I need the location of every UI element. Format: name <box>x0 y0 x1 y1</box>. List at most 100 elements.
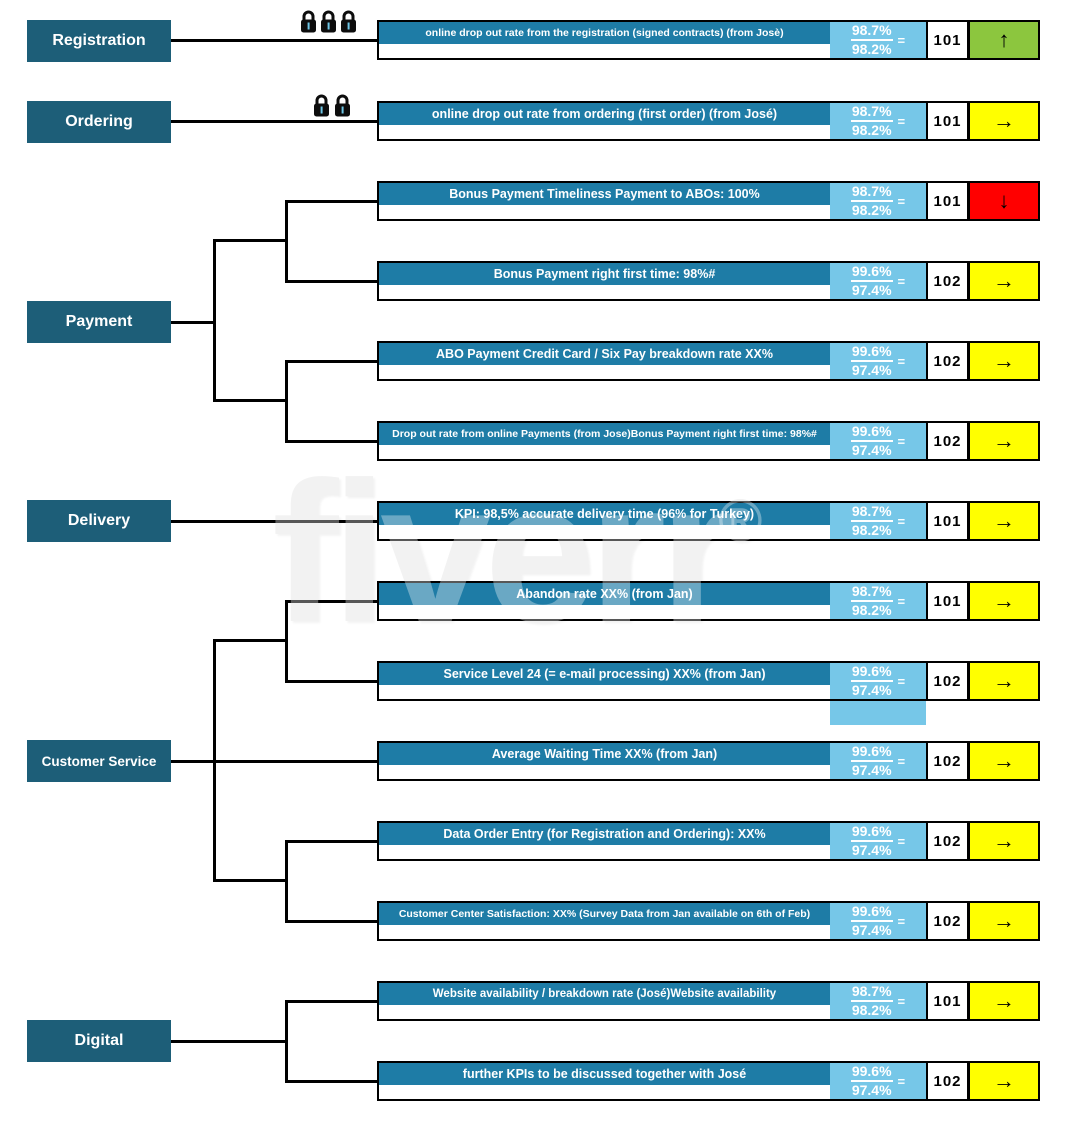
kpi-score-box: 101 <box>926 103 967 139</box>
kpi-fraction: 99.6%97.4% <box>850 903 893 940</box>
equals-sign: = <box>897 113 906 129</box>
kpi-score: 102 <box>933 832 962 850</box>
kpi-value-top: 99.6% <box>850 663 893 682</box>
right-arrow-icon: → <box>993 988 1015 1013</box>
right-arrow-icon: → <box>993 428 1015 453</box>
equals-sign: = <box>897 753 906 769</box>
up-arrow-icon: ↑ <box>998 27 1010 52</box>
kpi-label-bar: Data Order Entry (for Registration and O… <box>379 823 830 845</box>
category-label: Payment <box>65 313 133 330</box>
kpi-value-top: 98.7% <box>850 583 893 602</box>
kpi-value-top: 99.6% <box>850 823 893 842</box>
right-arrow-icon: → <box>993 668 1015 693</box>
equals-sign: = <box>897 913 906 929</box>
kpi-value-top: 99.6% <box>850 903 893 922</box>
kpi-label: ABO Payment Credit Card / Six Pay breakd… <box>436 347 773 361</box>
category-label: Customer Service <box>41 753 157 769</box>
category-label: Delivery <box>67 512 131 529</box>
kpi-value-bottom: 97.4% <box>851 442 892 458</box>
kpi-value-top: 98.7% <box>850 983 893 1002</box>
status-arrow-box: → <box>967 903 1038 939</box>
connector-line <box>213 639 216 882</box>
equals-sign: = <box>897 593 906 609</box>
category-label: Digital <box>74 1032 124 1049</box>
right-arrow-icon: → <box>993 348 1015 373</box>
padlock-icon-group <box>313 94 351 123</box>
equals-sign: = <box>897 273 906 289</box>
kpi-row: further KPIs to be discussed together wi… <box>377 1061 1040 1101</box>
connector-line <box>285 1000 288 1083</box>
kpi-fraction: 98.7%98.2% <box>850 22 893 59</box>
connector-line <box>171 321 215 324</box>
kpi-fraction: 99.6%97.4% <box>850 423 893 460</box>
status-arrow-box: → <box>967 983 1038 1019</box>
fraction-overflow-tab <box>830 701 926 725</box>
padlock-icon-group <box>300 10 357 39</box>
padlock-icon <box>320 10 337 39</box>
kpi-label-bar: Bonus Payment right first time: 98%# <box>379 263 830 285</box>
kpi-fraction: 99.6%97.4% <box>850 823 893 860</box>
right-arrow-icon: → <box>993 908 1015 933</box>
kpi-score: 102 <box>933 352 962 370</box>
kpi-score: 101 <box>933 31 962 49</box>
kpi-value-bottom: 97.4% <box>851 682 892 698</box>
kpi-label-bar: further KPIs to be discussed together wi… <box>379 1063 830 1085</box>
category-box-registration: Registration <box>27 20 171 62</box>
connector-line <box>285 1080 377 1083</box>
kpi-score: 102 <box>933 432 962 450</box>
connector-line <box>285 440 377 443</box>
status-arrow-box: → <box>967 343 1038 379</box>
kpi-fraction-box: 99.6%97.4%= <box>830 823 926 859</box>
kpi-score: 102 <box>933 912 962 930</box>
connector-line <box>213 399 287 402</box>
kpi-row: Customer Center Satisfaction: XX% (Surve… <box>377 901 1040 941</box>
status-arrow-box: → <box>967 263 1038 299</box>
kpi-score-box: 102 <box>926 743 967 779</box>
connector-line <box>285 920 377 923</box>
kpi-fraction-box: 98.7%98.2%= <box>830 983 926 1019</box>
category-box-payment: Payment <box>27 301 171 343</box>
kpi-fraction-box: 98.7%98.2%= <box>830 503 926 539</box>
kpi-fraction-box: 99.6%97.4%= <box>830 903 926 939</box>
kpi-label: Bonus Payment Timeliness Payment to ABOs… <box>449 187 760 201</box>
kpi-row: Drop out rate from online Payments (from… <box>377 421 1040 461</box>
category-box-ordering: Ordering <box>27 101 171 143</box>
kpi-value-bottom: 97.4% <box>851 842 892 858</box>
connector-line <box>171 520 377 523</box>
down-arrow-icon: ↓ <box>998 188 1010 213</box>
kpi-label-bar: Service Level 24 (= e-mail processing) X… <box>379 663 830 685</box>
kpi-row: online drop out rate from ordering (firs… <box>377 101 1040 141</box>
connector-line <box>285 200 377 203</box>
kpi-score-box: 102 <box>926 423 967 459</box>
category-box-digital: Digital <box>27 1020 171 1062</box>
kpi-value-bottom: 97.4% <box>851 362 892 378</box>
kpi-score: 102 <box>933 752 962 770</box>
kpi-value-top: 98.7% <box>850 503 893 522</box>
status-arrow-box: → <box>967 103 1038 139</box>
status-arrow-box: → <box>967 743 1038 779</box>
kpi-label: Drop out rate from online Payments (from… <box>392 428 817 440</box>
status-arrow-box: ↓ <box>967 183 1038 219</box>
kpi-fraction-box: 99.6%97.4%= <box>830 663 926 699</box>
kpi-score: 101 <box>933 192 962 210</box>
padlock-icon <box>334 94 351 123</box>
category-label: Ordering <box>65 113 133 130</box>
connector-line <box>213 239 216 402</box>
kpi-value-bottom: 98.2% <box>851 122 892 138</box>
kpi-fraction-box: 99.6%97.4%= <box>830 343 926 379</box>
connector-line <box>213 239 287 242</box>
status-arrow-box: → <box>967 423 1038 459</box>
equals-sign: = <box>897 673 906 689</box>
kpi-value-bottom: 98.2% <box>851 41 892 57</box>
kpi-fraction: 99.6%97.4% <box>850 663 893 700</box>
connector-line <box>171 120 377 123</box>
kpi-value-top: 99.6% <box>850 1063 893 1082</box>
kpi-value-bottom: 98.2% <box>851 1002 892 1018</box>
kpi-score-box: 101 <box>926 22 967 58</box>
kpi-score-box: 102 <box>926 343 967 379</box>
kpi-value-top: 99.6% <box>850 743 893 762</box>
kpi-value-top: 98.7% <box>850 22 893 41</box>
status-arrow-box: → <box>967 823 1038 859</box>
kpi-row: Bonus Payment Timeliness Payment to ABOs… <box>377 181 1040 221</box>
connector-line <box>285 200 288 283</box>
